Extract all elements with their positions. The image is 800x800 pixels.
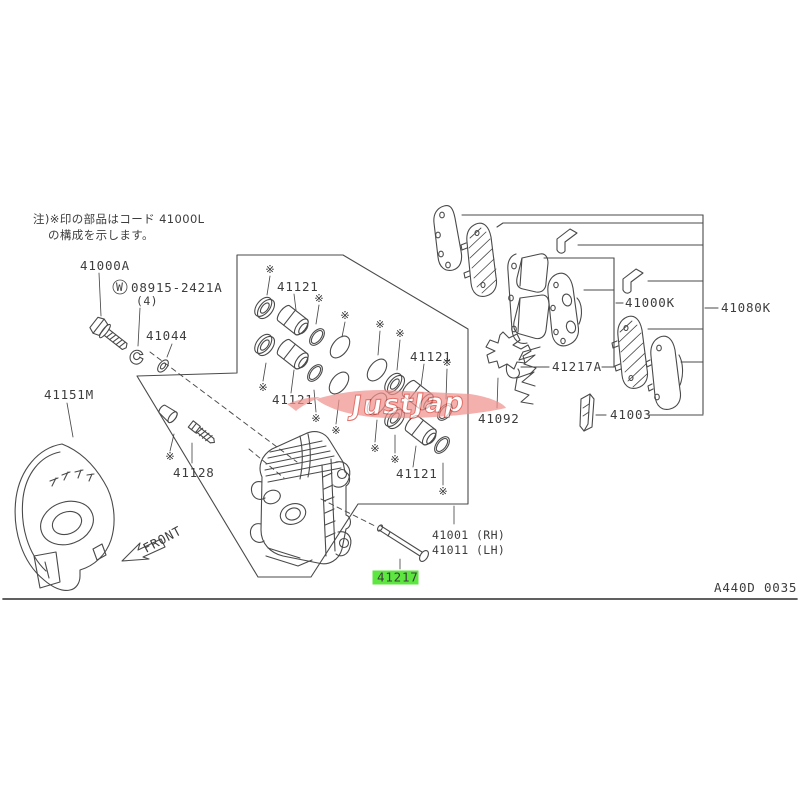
pad-kit-bracket-lines — [461, 214, 719, 416]
label-41001-rh[interactable]: 41001 (RH) — [432, 528, 505, 542]
footer: A440D 0035 — [2, 580, 798, 600]
leader-41000A — [98, 272, 102, 317]
piston-seal-ring — [254, 296, 276, 320]
label-washer-qty: (4) — [136, 294, 158, 308]
label-41092[interactable]: 41092 — [478, 411, 520, 426]
ref-mark: ※ — [331, 424, 340, 437]
seal-kit-group: 41121 41121 41121 41121 ※ ※ ※ ※ ※ ※ ※ ※ … — [254, 263, 453, 498]
piston-boot — [329, 335, 351, 359]
assembly-axis-lines — [149, 351, 376, 527]
splash-shield-drawing — [14, 443, 115, 591]
label-washer-prefix: W — [116, 280, 123, 294]
ref-mark: ※ — [314, 292, 323, 305]
label-front: FRONT — [140, 523, 184, 556]
pad-shim-outer — [460, 222, 498, 297]
pad-clip-right — [622, 268, 644, 294]
diagram-code: A440D 0035 — [714, 580, 797, 595]
watermark-text: JustJap — [346, 387, 465, 422]
pad-kit-group: 41000K 41080K 41217A 41003 41092 — [433, 204, 771, 432]
piston-boot — [328, 371, 350, 395]
ref-mark: ※ — [370, 442, 379, 455]
label-41121-top-right[interactable]: 41121 — [410, 349, 452, 364]
caliper-part-number-group: 41001 (RH) 41011 (LH) — [432, 505, 505, 557]
splash-shield-group: 41151M — [14, 387, 115, 591]
front-direction-group: FRONT — [121, 523, 184, 562]
label-08915-2421A[interactable]: 08915-2421A — [131, 280, 223, 295]
pad-backing-plate-right — [645, 335, 684, 410]
ref-mark: ※ — [395, 327, 404, 340]
piston-o-ring — [307, 364, 323, 382]
bleeder-screw-drawing — [187, 420, 215, 444]
label-41003[interactable]: 41003 — [610, 407, 652, 422]
label-41217A[interactable]: 41217A — [552, 359, 602, 374]
piston-seal-ring — [254, 333, 276, 357]
ref-mark: ※ — [340, 309, 349, 322]
ref-mark: ※ — [442, 356, 451, 369]
bleeder-valve-group: ※ 41128 — [158, 404, 215, 480]
label-41128[interactable]: 41128 — [173, 465, 215, 480]
highlight-41217 — [372, 570, 419, 585]
label-41044[interactable]: 41044 — [146, 328, 188, 343]
caliper-pin-group: 41217 — [372, 524, 429, 585]
label-41011-lh[interactable]: 41011 (LH) — [432, 543, 505, 557]
pad-retainer-drawing — [514, 346, 541, 405]
piston-boot — [366, 358, 388, 382]
circled-w-icon — [112, 279, 128, 295]
ref-mark-bleeder: ※ — [165, 450, 174, 463]
label-41000K[interactable]: 41000K — [625, 295, 675, 310]
leader-ref-bleeder — [169, 433, 175, 452]
front-arrow-icon — [121, 538, 166, 562]
note-line-1: 注)※印の部品はコード 41000L — [33, 212, 205, 226]
note-line-2: の構成を示します。 — [48, 228, 154, 242]
pad-spring-drawing — [485, 331, 532, 379]
mount-bolt-group: 41000A — [80, 258, 130, 351]
note-block: 注)※印の部品はコード 41000L の構成を示します。 — [33, 212, 205, 242]
watermark: JustJap — [287, 387, 506, 423]
pad-assembly-inner — [507, 253, 550, 344]
pin-drawing — [376, 524, 429, 562]
ref-mark: ※ — [375, 318, 384, 331]
ref-mark: ※ — [390, 453, 399, 466]
caliper-piston — [276, 304, 309, 336]
leader-washer — [137, 307, 141, 347]
wear-indicator-drawing — [579, 393, 595, 432]
flat-washer-group: 41044 — [146, 328, 188, 373]
spring-washer-drawing — [129, 349, 144, 365]
pad-backing-plate-outer — [433, 204, 463, 271]
label-41000A[interactable]: 41000A — [80, 258, 130, 273]
pad-backing-plate-inner — [547, 272, 582, 347]
watermark-swoosh-tail — [287, 397, 320, 411]
watermark-swoosh — [316, 390, 506, 419]
bleeder-cap-drawing — [158, 404, 178, 424]
ref-mark: ※ — [311, 412, 320, 425]
label-41080K[interactable]: 41080K — [721, 300, 771, 315]
pad-clip-top — [556, 228, 578, 254]
label-41121-bottom-right[interactable]: 41121 — [396, 466, 438, 481]
ref-mark: ※ — [265, 263, 274, 276]
piston-o-ring — [309, 328, 325, 346]
piston-o-ring — [434, 436, 450, 454]
spring-washer-group: W 08915-2421A (4) — [112, 279, 223, 365]
ref-mark: ※ — [258, 381, 267, 394]
bolt-drawing — [89, 316, 128, 351]
exploded-view-box — [136, 254, 469, 578]
ref-mark: ※ — [438, 485, 447, 498]
label-41151M[interactable]: 41151M — [44, 387, 94, 402]
label-41217[interactable]: 41217 — [377, 570, 419, 585]
label-41121-top-left[interactable]: 41121 — [277, 279, 319, 294]
caliper-piston — [276, 338, 309, 370]
caliper-body-drawing — [249, 431, 352, 567]
leader-41044 — [166, 343, 173, 358]
leader-41151M — [66, 402, 74, 438]
pad-shim-right — [611, 315, 649, 389]
